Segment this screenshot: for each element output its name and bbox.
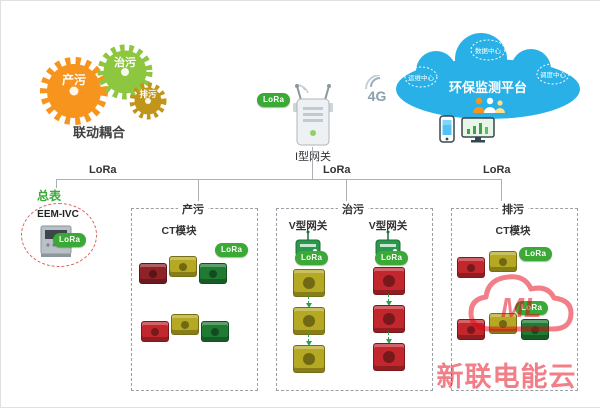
- zone-label-chanwu: 产污: [178, 201, 208, 217]
- bus-lora-label: LoRa: [89, 164, 117, 176]
- connector-gateway-bus: [312, 147, 313, 179]
- bus-lora-label: LoRa: [483, 164, 511, 176]
- gear-label: 排污: [139, 89, 157, 99]
- network-label: 4G: [368, 88, 387, 104]
- ct-module: [171, 314, 199, 335]
- gear-label: 治污: [114, 55, 136, 69]
- gears-caption: 联动耦合: [72, 125, 125, 140]
- gateway-lora-badge: LoRa: [257, 93, 291, 107]
- gear-icon: 产污: [40, 57, 108, 125]
- flow-arrow: [385, 332, 392, 344]
- gear-icon: 治污: [97, 44, 153, 100]
- zhiwu-left-lora-badge: LoRa: [295, 251, 329, 265]
- ct-module: [199, 263, 227, 284]
- cloud-title: 环保监测平台: [449, 80, 527, 95]
- lora-bus-line: [56, 179, 501, 180]
- ct-module-label: CT模块: [495, 225, 531, 237]
- connector-bus-meter: [56, 179, 57, 188]
- linkage-gears-icon: 产污 治污 排污: [40, 44, 167, 125]
- paiwu-lora-badge: LoRa: [519, 247, 553, 261]
- monitor-icon: [461, 117, 495, 143]
- ct-module: [489, 313, 517, 334]
- phone-icon: [439, 115, 455, 143]
- v-gateway-label: V型网关: [288, 220, 328, 232]
- chanwu-lora-badge: LoRa: [215, 243, 249, 257]
- meter-group-outline: [21, 203, 97, 267]
- meter-lora-badge: LoRa: [53, 233, 87, 247]
- zone-label-zhiwu: 治污: [338, 201, 368, 217]
- ct-module: [489, 251, 517, 272]
- ct-module: [139, 263, 167, 284]
- v-gateway-label: V型网关: [368, 220, 408, 232]
- connector-bus-paiwu: [501, 179, 502, 208]
- cloud-node-label: 运维中心: [408, 73, 435, 82]
- meter-device-label: EEM-IVC: [37, 209, 79, 220]
- gear-icon: 排污: [129, 82, 167, 120]
- meter-group-label: 总表: [37, 189, 62, 203]
- ct-module: [293, 307, 325, 335]
- signal-4g-icon: 4G: [365, 75, 387, 104]
- paiwu-lora-badge-2: LoRa: [515, 301, 549, 315]
- zhiwu-right-lora-badge: LoRa: [375, 251, 409, 265]
- gear-label: 产污: [62, 72, 86, 87]
- connector-bus-zhiwu: [346, 179, 347, 208]
- ct-module: [169, 256, 197, 277]
- flow-arrow: [305, 334, 312, 346]
- ct-module-label: CT模块: [161, 225, 197, 237]
- flow-arrow: [385, 294, 392, 306]
- ct-module: [373, 267, 405, 295]
- ct-module: [521, 319, 549, 340]
- gateway-device-icon: [293, 84, 333, 146]
- people-icon: [473, 97, 505, 113]
- connector-bus-chanwu: [198, 179, 199, 208]
- cloud-node-label: 调度中心: [540, 70, 567, 79]
- ct-module: [373, 305, 405, 333]
- ct-module: [201, 321, 229, 342]
- cloud-node-label: 数据中心: [475, 46, 502, 55]
- cloud-icon: 数据中心 运维中心 调度中心 环保监测平台: [396, 33, 580, 119]
- ct-module: [373, 343, 405, 371]
- ct-module: [293, 269, 325, 297]
- ct-module: [457, 257, 485, 278]
- gateway-label: I型网关: [284, 148, 342, 164]
- ct-module: [141, 321, 169, 342]
- zone-label-paiwu: 排污: [498, 201, 528, 217]
- flow-arrow: [305, 296, 312, 308]
- bus-lora-label: LoRa: [323, 164, 351, 176]
- ct-module: [457, 319, 485, 340]
- ct-module: [293, 345, 325, 373]
